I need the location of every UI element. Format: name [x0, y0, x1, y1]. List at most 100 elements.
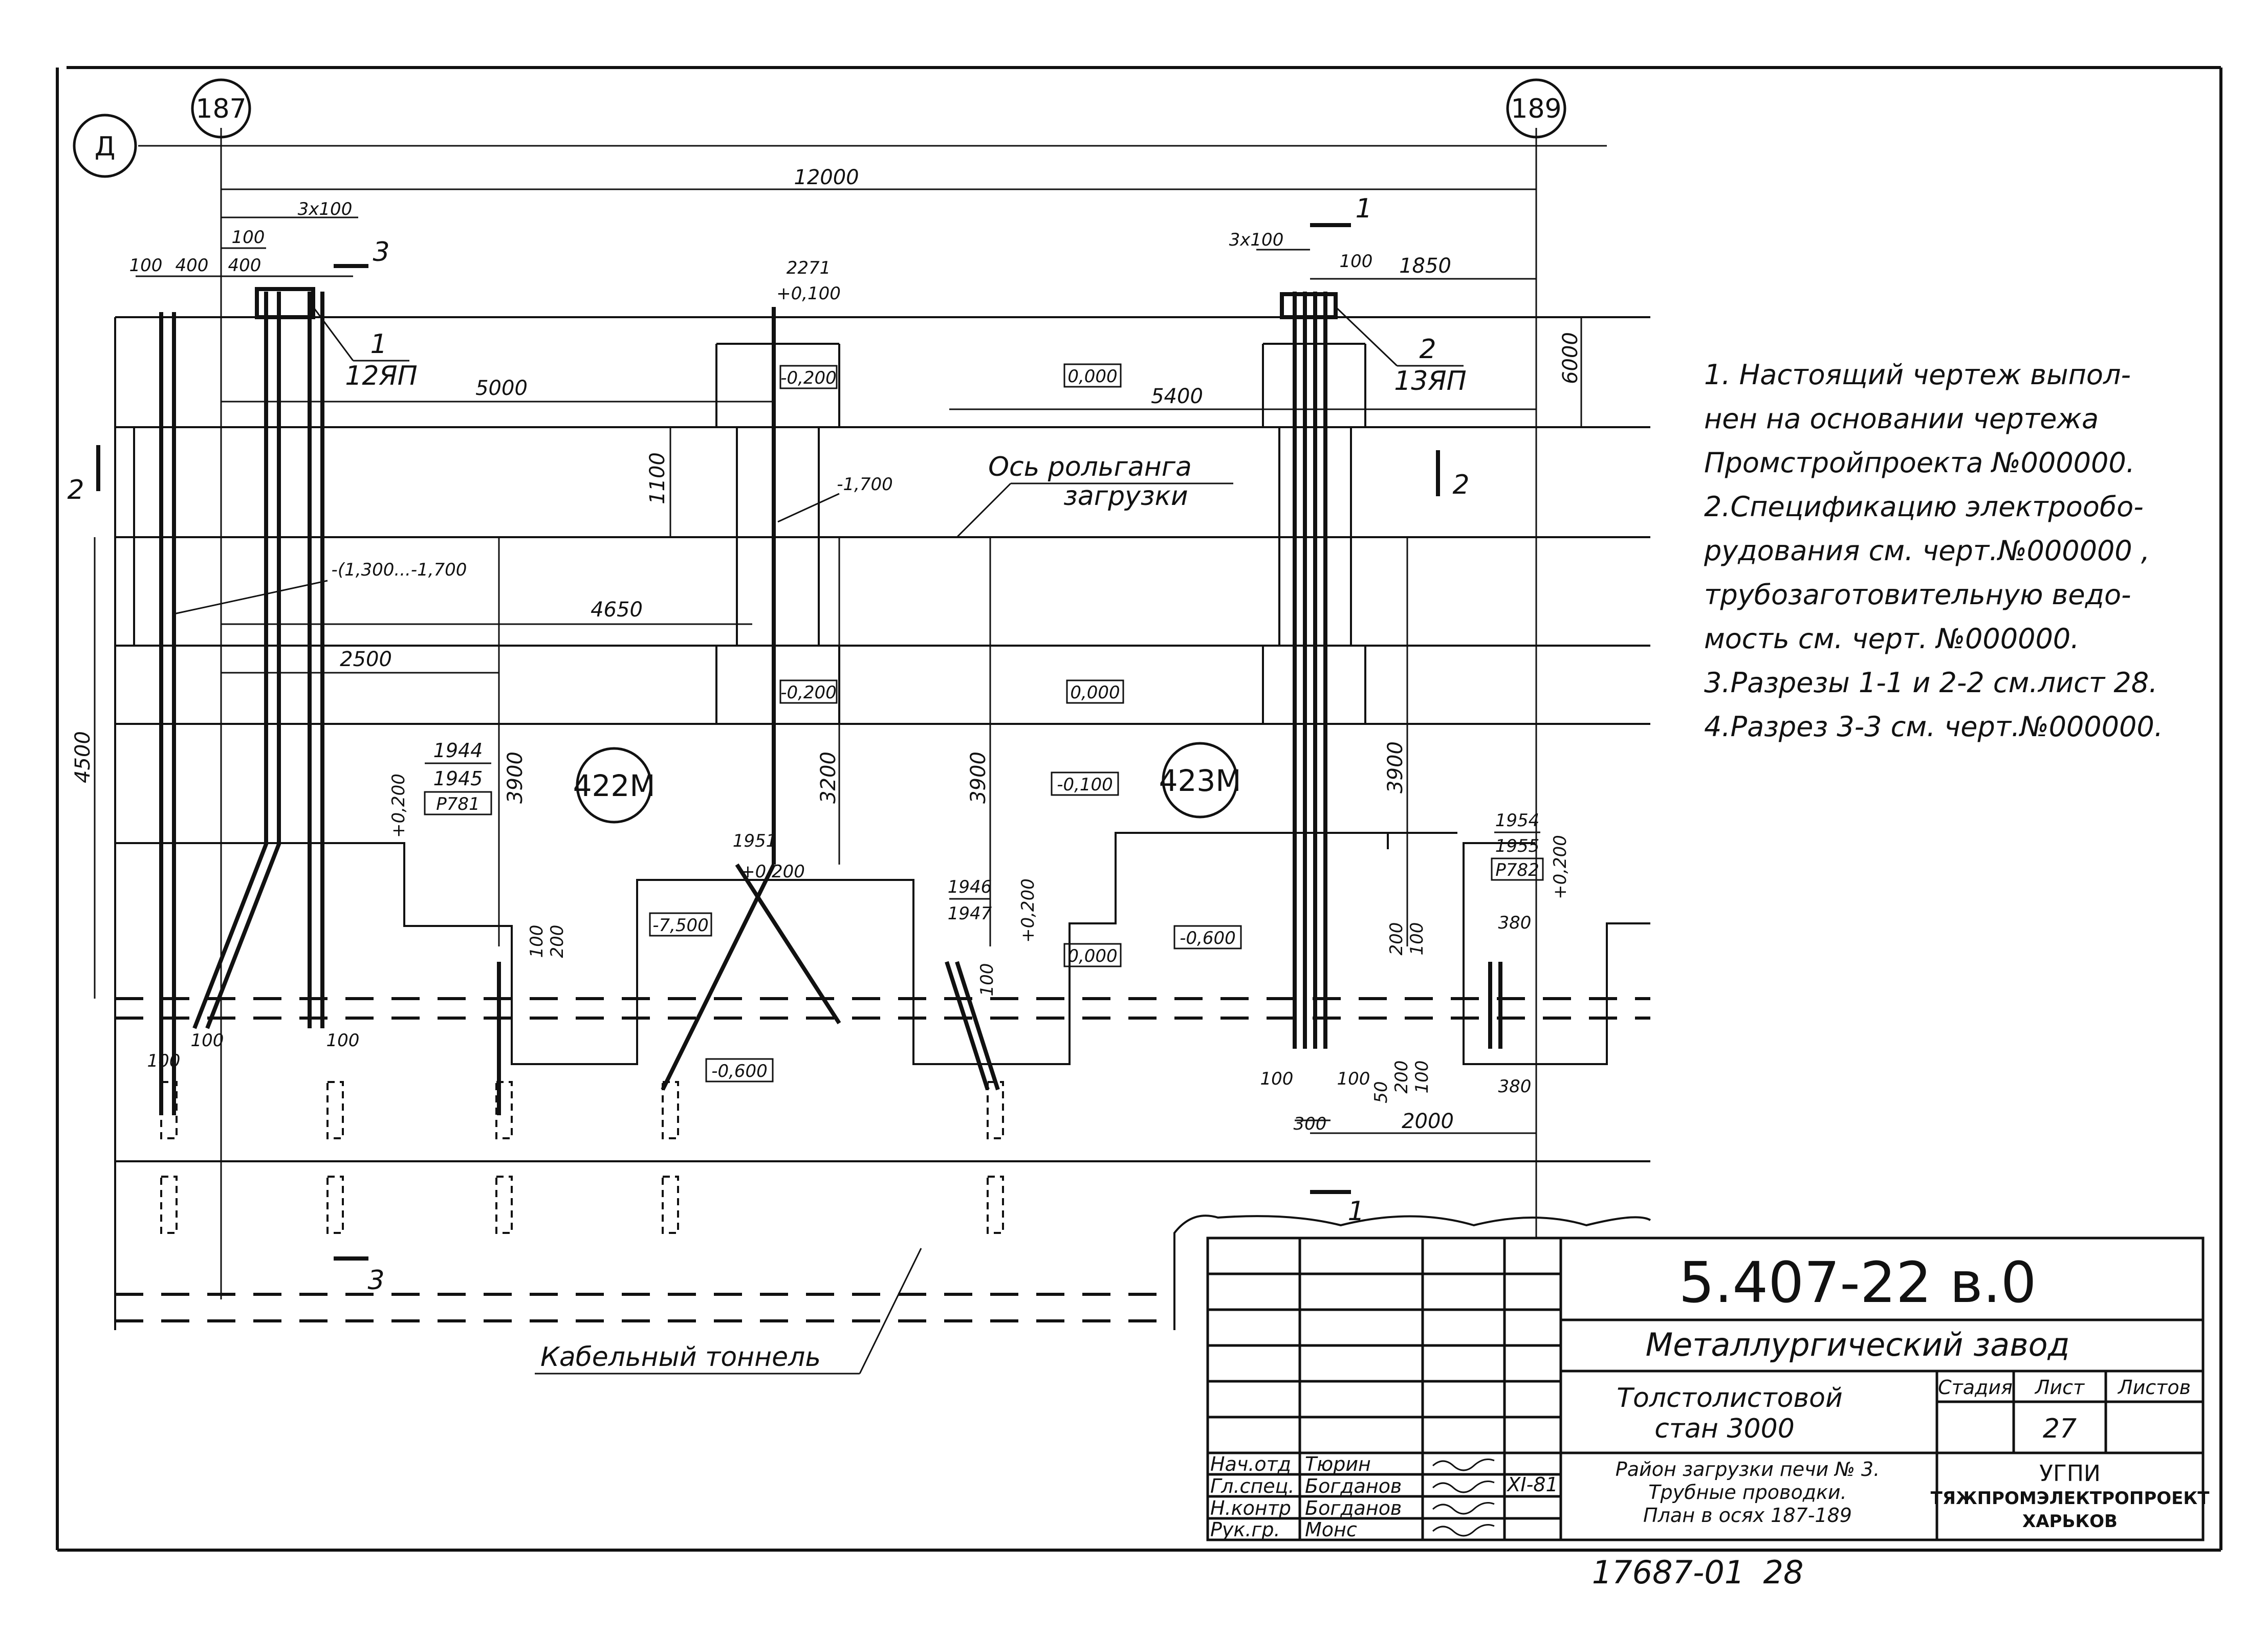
elev-p0200-c: +0,200 [1550, 835, 1571, 899]
section-2-right: 2 [1452, 470, 1469, 500]
dim-3900-a: 3900 [504, 752, 527, 804]
tunnel-edge [115, 1160, 1651, 1330]
dim-100-c: 100 [527, 925, 547, 958]
section-3-top: 3 [373, 237, 389, 268]
axis-label-d: Д [95, 131, 116, 162]
section-1-top: 1 [1355, 193, 1372, 224]
elev-p0200-b: +0,200 [1018, 878, 1038, 943]
dim-100-r: 100 [1407, 922, 1427, 956]
sheet-number: 27 [2043, 1414, 2077, 1444]
col-sheets: Листов [2117, 1376, 2191, 1399]
drawing-frame [56, 66, 2222, 1552]
general-notes: 1. Настоящий чертеж выпол- нен на основа… [1704, 353, 2262, 749]
foundation-anchors [160, 1081, 1004, 1234]
note-line: Промстройпроекта №000000. [1704, 447, 2135, 479]
junction-box-2 [1280, 292, 1338, 319]
dim-100-b2: 100 [191, 1030, 224, 1051]
col-stage: Стадия [1938, 1376, 2013, 1399]
elev-m0600-a: -0,600 [1180, 928, 1236, 948]
org-line3: ХАРЬКОВ [2022, 1511, 2118, 1532]
dim-2271: 2271 [787, 258, 831, 278]
label-roller-axis-line2: загрузки [1063, 481, 1188, 512]
mark-1954: 1954 [1495, 810, 1540, 831]
note-line: 3.Разрезы 1-1 и 2-2 см.лист 28. [1704, 667, 2158, 699]
dim-380-a: 380 [1498, 913, 1532, 933]
mark-1947: 1947 [948, 903, 992, 924]
elev-m0200-b: -0,200 [780, 682, 837, 703]
room-423m: 423М [1159, 763, 1241, 798]
axis-label-189: 189 [1511, 94, 1561, 124]
signature-scribbles [1432, 1459, 1495, 1537]
dim-3200: 3200 [817, 752, 840, 804]
dim-2500: 2500 [340, 648, 392, 671]
dim-12000: 12000 [794, 166, 859, 189]
dim-200-c: 200 [547, 925, 568, 958]
elev-m1700: -1,700 [837, 474, 893, 495]
dim-3x100-left: 3x100 [298, 199, 353, 219]
pipe-runs [159, 292, 1502, 1115]
elev-range: -(1,300...-1,700 [332, 560, 467, 580]
axis-bubble-187: 187 [191, 78, 251, 139]
dim-100-b1: 100 [147, 1051, 181, 1071]
dim-100-b3: 100 [326, 1030, 360, 1051]
dim-3x100-right: 3x100 [1229, 230, 1284, 250]
note-line: рудования см. черт.№000000 , [1704, 535, 2150, 567]
mark-1945: 1945 [433, 767, 483, 790]
dim-1850: 1850 [1399, 254, 1451, 278]
dimension-text: 12000 3x100 100 100 400 400 5000 2271 +0… [71, 166, 1582, 1134]
date: XI-81 [1506, 1473, 1558, 1496]
dim-200-r: 200 [1386, 922, 1407, 956]
mill-name-line1: Толстолистовой [1617, 1383, 1843, 1414]
mark-1944: 1944 [433, 739, 483, 762]
dim-50: 50 [1371, 1081, 1391, 1103]
org-line2: ТЯЖПРОМЭЛЕКТРОПРОЕКТ [1931, 1488, 2210, 1509]
document-number: 5.407-22 в.0 [1678, 1250, 2036, 1315]
elev-0000-c: 0,000 [1067, 946, 1117, 966]
dim-5000: 5000 [475, 377, 528, 400]
signature-role-4: Рук.гр. [1210, 1518, 1280, 1541]
dim-3900-c: 3900 [1384, 741, 1407, 793]
note-line: мость см. черт. №000000. [1704, 623, 2080, 655]
mark-1946: 1946 [948, 877, 992, 897]
elev-0100: +0,100 [776, 283, 841, 304]
section-marks: 1 1 2 2 3 3 [67, 193, 1469, 1296]
dim-200-r2: 200 [1391, 1061, 1412, 1094]
callout-labels: Ось рольганга загрузки Кабельный тоннель [535, 452, 1233, 1375]
note-line: 1. Настоящий чертеж выпол- [1704, 359, 2131, 391]
signature-name-3: Богданов [1305, 1497, 1402, 1519]
dim-380-b: 380 [1498, 1076, 1532, 1097]
dim-100-d: 100 [977, 963, 997, 997]
label-roller-axis-line1: Ось рольганга [988, 452, 1192, 482]
sheet-title-line3: План в осях 187-189 [1643, 1504, 1852, 1527]
axis-bubble-189: 189 [1506, 78, 1566, 139]
dim-100-r2: 100 [1412, 1061, 1432, 1094]
note-line: нен на основании чертежа [1704, 403, 2099, 435]
dim-100-right: 100 [1340, 251, 1373, 272]
position-2-number: 2 [1419, 334, 1436, 365]
note-line: 2.Спецификацию электрообо- [1704, 491, 2144, 523]
dim-100-top: 100 [232, 227, 265, 248]
structure-outline [114, 316, 1650, 1330]
mill-name-line2: стан 3000 [1654, 1414, 1795, 1444]
elevation-marks: -0,200 0,000 -1,700 -(1,300...-1,700 -0,… [173, 363, 1571, 1083]
title-block-text: 5.407-22 в.0 Металлургический завод Толс… [1210, 1250, 2210, 1541]
dim-300: 300 [1294, 1114, 1327, 1134]
signature-role-3: Н.контр [1210, 1497, 1291, 1519]
col-sheet: Лист [2034, 1376, 2085, 1399]
sheet-title-line2: Трубные проводки. [1648, 1481, 1846, 1504]
position-1-ref: 12ЯП [345, 361, 417, 391]
dim-2000: 2000 [1402, 1110, 1454, 1133]
title-block [1206, 1236, 2205, 1541]
axis-bubble-d: Д [73, 114, 137, 178]
dim-100-left: 100 [129, 255, 163, 276]
dim-100-rb2: 100 [1337, 1069, 1370, 1089]
dim-5400: 5400 [1151, 385, 1203, 408]
elev-0000-b: 0,000 [1070, 682, 1120, 703]
dim-400-a: 400 [176, 255, 209, 276]
position-2-ref: 13ЯП [1394, 366, 1466, 396]
elev-m7500: -7,500 [652, 915, 709, 936]
dim-400-b: 400 [228, 255, 261, 276]
signature-role-1: Нач.отд [1210, 1453, 1291, 1475]
dim-4500: 4500 [71, 731, 95, 783]
